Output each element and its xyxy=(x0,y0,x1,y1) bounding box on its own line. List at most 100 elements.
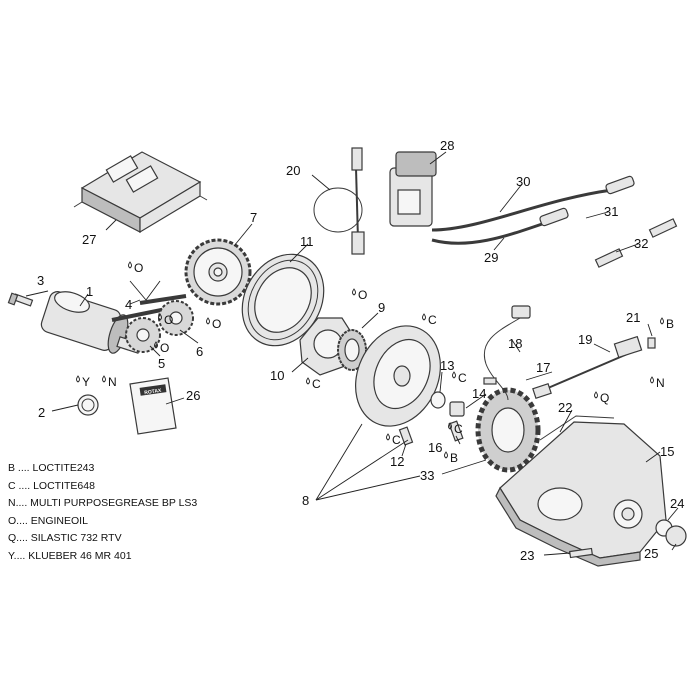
plug-25 xyxy=(665,525,687,547)
ecu-unit xyxy=(73,151,208,234)
legend-row-q: Q.... SILASTIC 732 RTV xyxy=(8,532,122,544)
flywheel-8 xyxy=(355,325,441,427)
bolt-16 xyxy=(448,420,464,442)
screw-23 xyxy=(569,547,593,559)
label-17: 17 xyxy=(536,360,550,375)
part-labels: 1 2 3 4 5 6 7 8 9 10 11 12 13 14 15 16 1… xyxy=(37,138,684,563)
svg-text:N: N xyxy=(108,375,117,389)
drop-icon: O xyxy=(128,261,143,275)
svg-text:O: O xyxy=(164,313,173,327)
drop-icon: N xyxy=(650,376,665,390)
stator-33 xyxy=(475,387,541,473)
drop-icon: Q xyxy=(594,391,609,405)
label-7: 7 xyxy=(250,210,257,225)
spark-plug-32 xyxy=(594,218,678,268)
manual-badge-text: ROTAX xyxy=(144,388,162,396)
legend-row-b: B .... LOCTITE243 xyxy=(8,462,95,474)
spark-cap-31 xyxy=(539,175,635,227)
label-20: 20 xyxy=(286,163,300,178)
drop-icon: C xyxy=(448,422,463,436)
drop-icon: O xyxy=(206,317,221,331)
bolt-3 xyxy=(7,292,34,307)
label-11: 11 xyxy=(300,234,314,249)
label-22: 22 xyxy=(558,400,572,415)
gear-5 xyxy=(125,317,161,353)
drop-icon: C xyxy=(452,371,467,385)
label-18: 18 xyxy=(508,336,522,351)
label-30: 30 xyxy=(516,174,530,189)
clip-17 xyxy=(483,377,497,385)
svg-text:C: C xyxy=(392,433,401,447)
svg-text:O: O xyxy=(160,341,169,355)
legend-row-y: Y.... KLUEBER 46 MR 401 xyxy=(8,549,132,562)
gear-6 xyxy=(158,300,194,336)
label-10: 10 xyxy=(270,368,284,383)
drop-icon: C xyxy=(422,313,437,327)
label-26: 26 xyxy=(186,388,200,403)
washer-13 xyxy=(430,391,446,409)
label-15: 15 xyxy=(660,444,674,459)
screw-21 xyxy=(647,337,656,349)
svg-text:O: O xyxy=(358,288,367,302)
drop-icon: O xyxy=(158,313,173,327)
label-23: 23 xyxy=(520,548,534,563)
lubricant-legend: B .... LOCTITE243 C .... LOCTITE648 N...… xyxy=(8,460,197,565)
drop-icon: C xyxy=(386,433,401,447)
legend-row-o: O.... ENGINEOIL xyxy=(8,514,88,527)
label-19: 19 xyxy=(578,332,592,347)
label-3: 3 xyxy=(37,273,44,288)
label-33: 33 xyxy=(420,468,434,483)
label-12: 12 xyxy=(390,454,404,469)
label-21: 21 xyxy=(626,310,640,325)
svg-text:B: B xyxy=(450,451,458,465)
svg-text:C: C xyxy=(428,313,437,327)
label-4: 4 xyxy=(125,297,132,312)
manual-26: ROTAX xyxy=(129,377,177,435)
label-25: 25 xyxy=(644,546,658,561)
label-16: 16 xyxy=(428,440,442,455)
nut-14 xyxy=(449,401,465,417)
lubricant-symbols: O O O O O Y N C C C C C B B N Q xyxy=(76,261,674,465)
svg-text:C: C xyxy=(312,377,321,391)
svg-text:C: C xyxy=(458,371,467,385)
svg-text:B: B xyxy=(666,317,674,331)
starter-motor xyxy=(40,291,142,354)
label-14: 14 xyxy=(472,386,486,401)
drop-icon: Y xyxy=(76,375,90,389)
sensor-19 xyxy=(532,335,643,399)
bearing-9 xyxy=(337,329,367,371)
label-9: 9 xyxy=(378,300,385,315)
ignition-coil-28 xyxy=(389,151,437,227)
stator-wiring xyxy=(483,317,521,401)
label-6: 6 xyxy=(196,344,203,359)
legend-row-n: N.... MULTI PURPOSEGREASE BP LS3 xyxy=(8,497,198,509)
label-31: 31 xyxy=(604,204,618,219)
drop-icon: C xyxy=(306,377,321,391)
drop-icon: B xyxy=(444,451,458,465)
label-27: 27 xyxy=(82,232,96,247)
drop-icon: N xyxy=(102,375,117,389)
label-1: 1 xyxy=(86,284,93,299)
svg-text:O: O xyxy=(212,317,221,331)
svg-text:Q: Q xyxy=(600,391,609,405)
svg-text:Y: Y xyxy=(82,375,90,389)
label-2: 2 xyxy=(38,405,45,420)
label-32: 32 xyxy=(634,236,648,251)
sensor-20 xyxy=(313,147,365,255)
o-ring-2 xyxy=(77,394,99,416)
label-28: 28 xyxy=(440,138,454,153)
label-13: 13 xyxy=(440,358,454,373)
gasket-22 xyxy=(539,415,615,441)
label-29: 29 xyxy=(484,250,498,265)
drop-icon: O xyxy=(352,288,367,302)
legend-row-c: C .... LOCTITE648 xyxy=(8,479,95,492)
label-5: 5 xyxy=(158,356,165,371)
gear-7 xyxy=(184,238,252,306)
svg-text:C: C xyxy=(454,422,463,436)
svg-text:N: N xyxy=(656,376,665,390)
engine-cover-15 xyxy=(495,421,667,567)
ignition-lead-30 xyxy=(431,188,613,232)
leader-lines xyxy=(25,151,679,556)
ring-gear-11 xyxy=(241,253,325,347)
